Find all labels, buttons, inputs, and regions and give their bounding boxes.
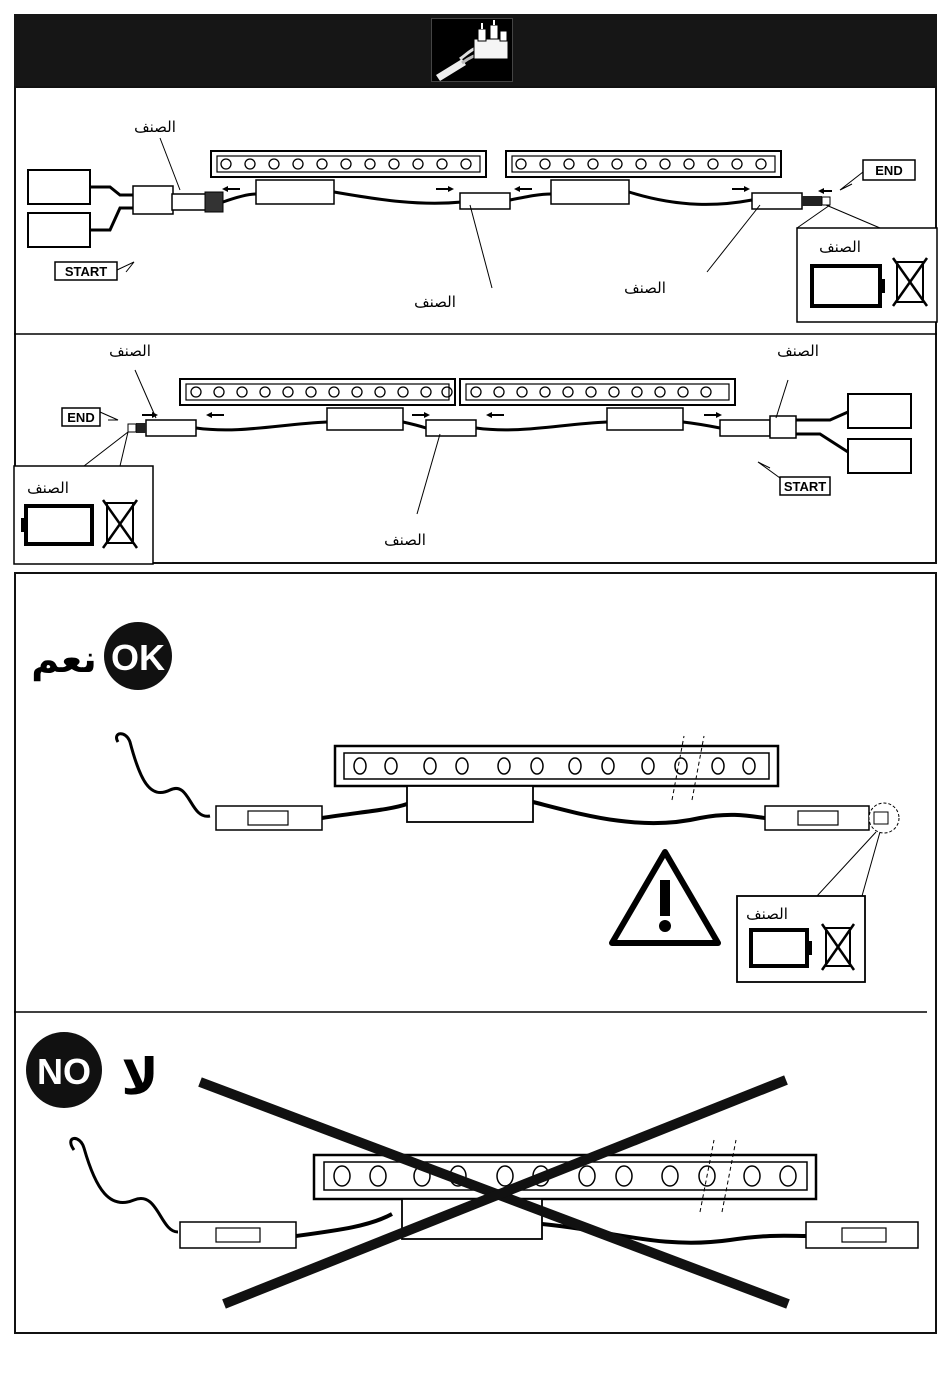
ok-label-box: الصنف: [746, 905, 788, 923]
no-arabic-text: لا: [121, 1048, 158, 1106]
no-section: NO لا: [26, 1032, 918, 1304]
no-badge-text: NO: [37, 1051, 91, 1092]
ok-arabic-text: نعم: [31, 637, 97, 682]
ok-badge-text: OK: [111, 637, 165, 678]
ok-section: OK نعم الصنف: [14, 622, 927, 1012]
